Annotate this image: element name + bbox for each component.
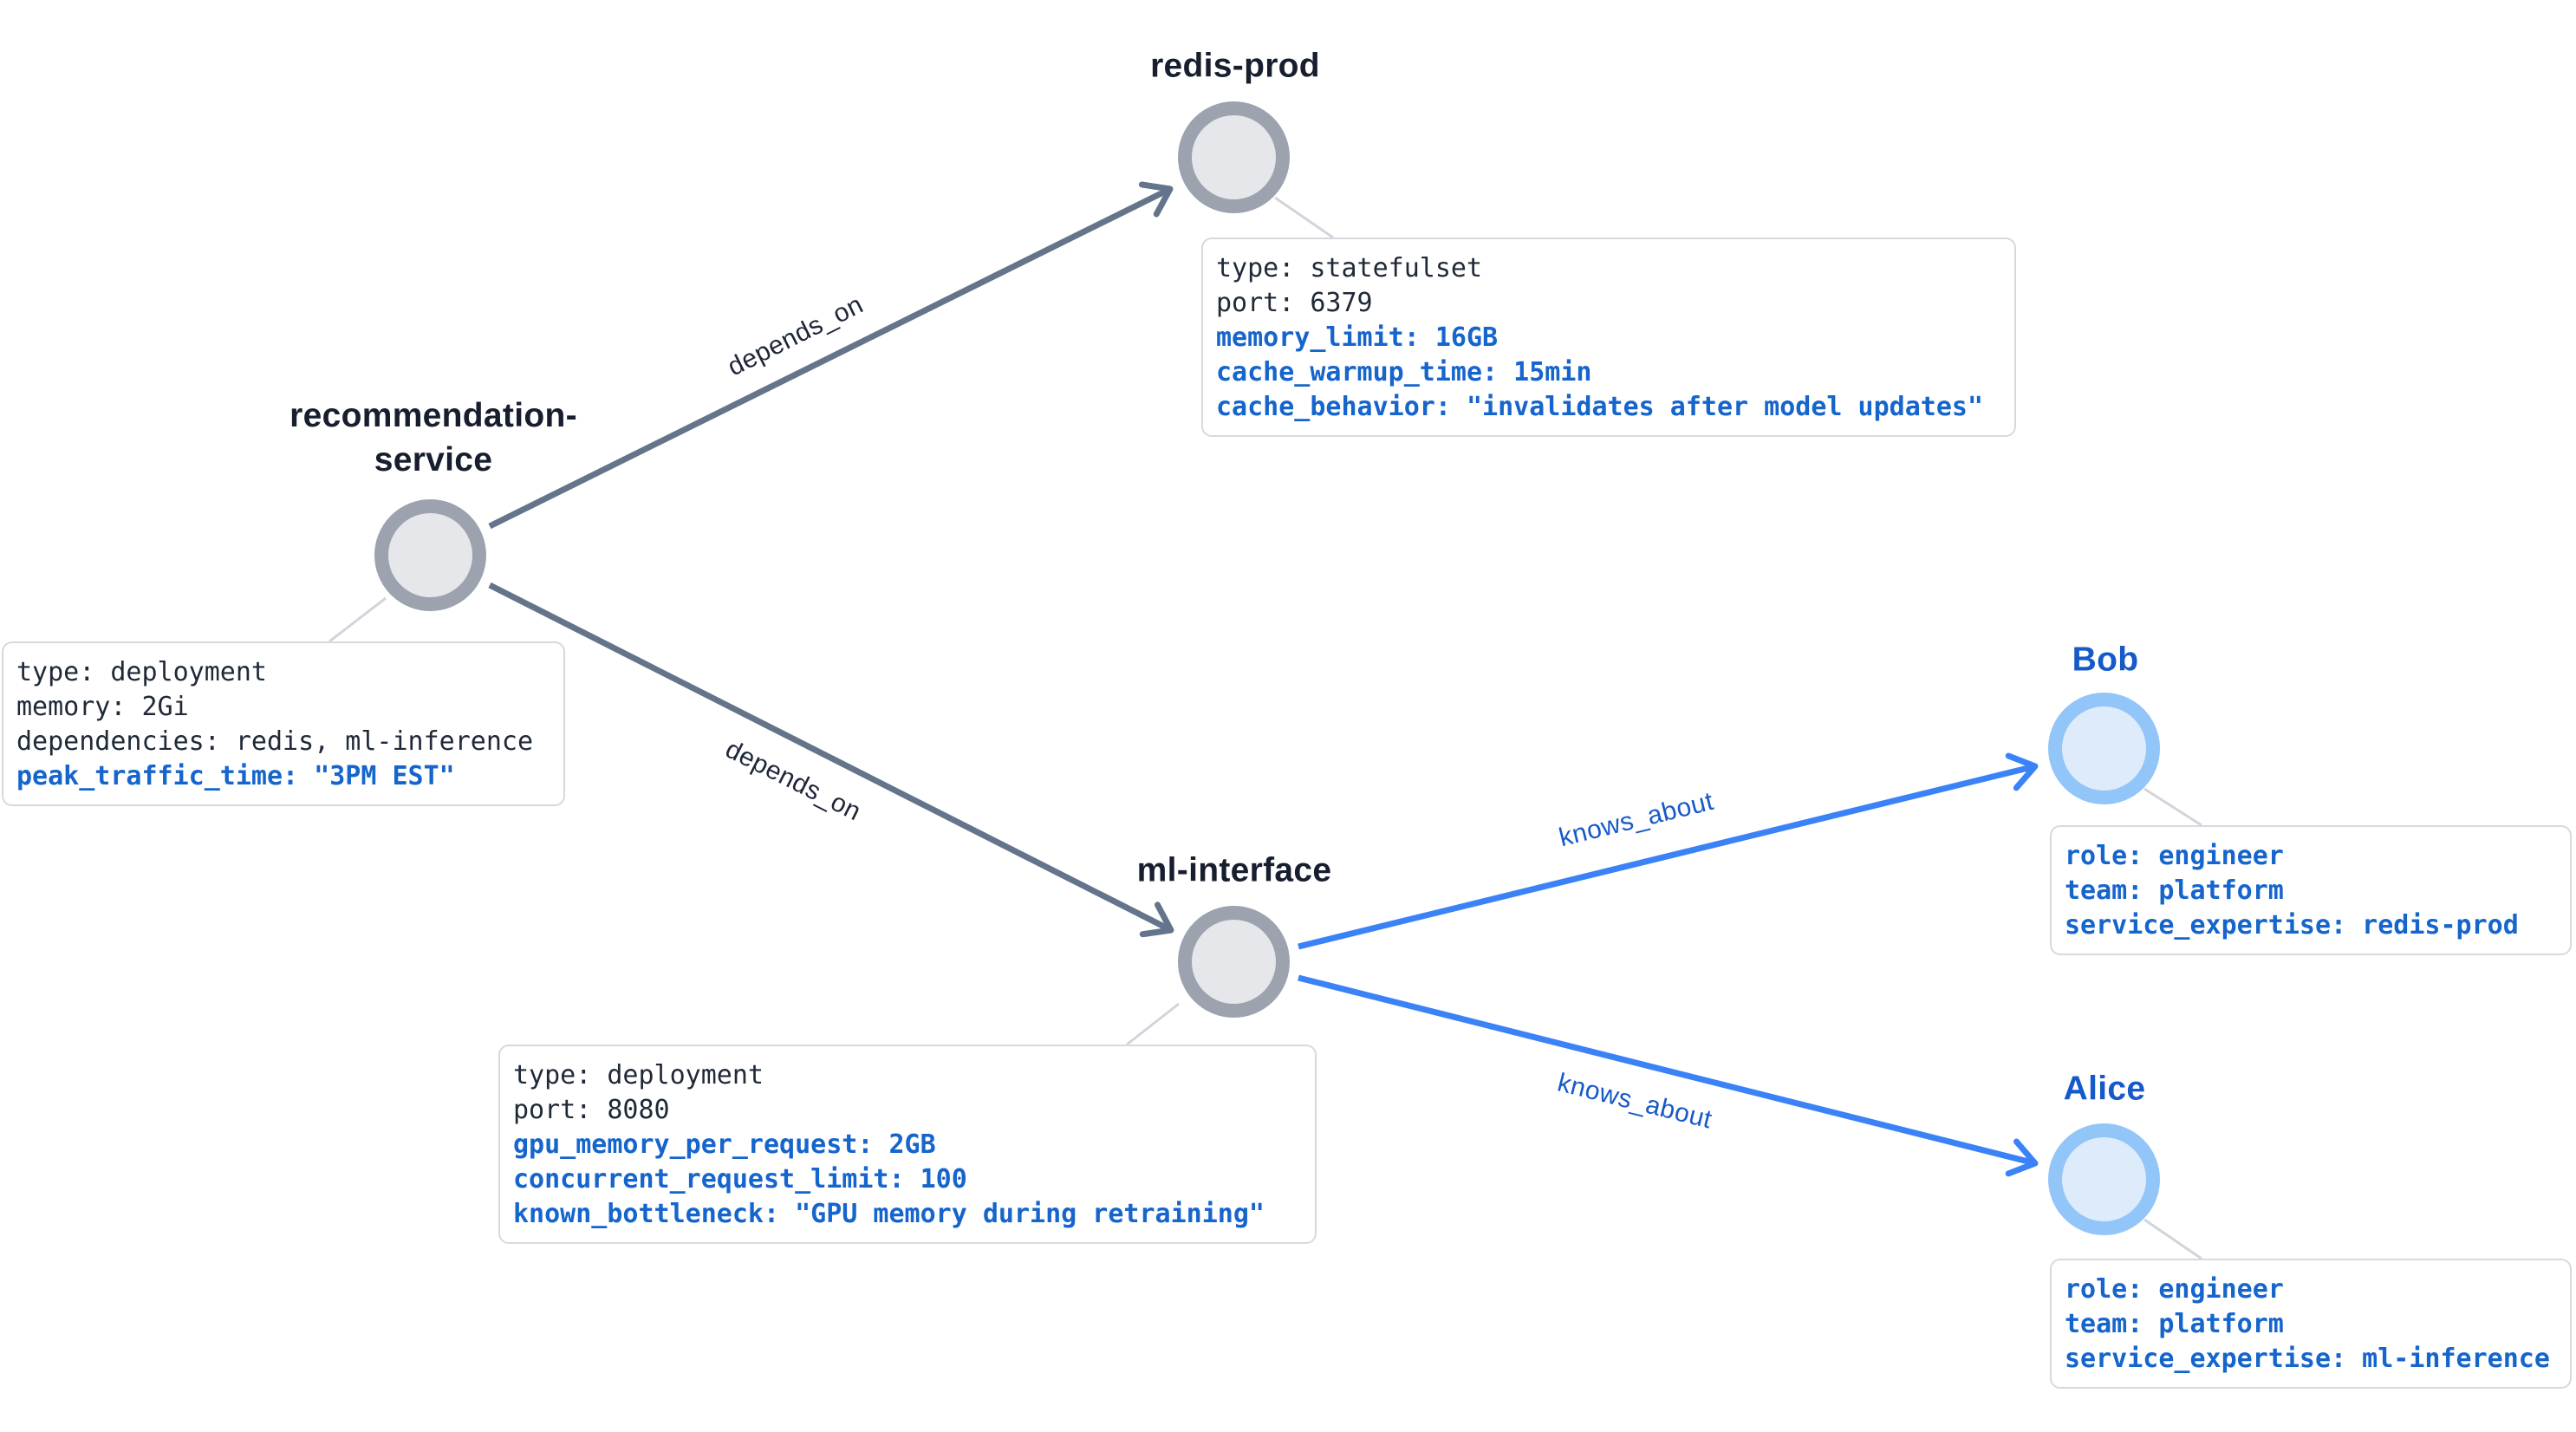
prop-line: memory: 2Gi — [16, 692, 189, 722]
edge-knows-about-ml-to-alice — [1298, 974, 2039, 1177]
node-title-bob: Bob — [2072, 641, 2139, 679]
node-recommendation-service[interactable] — [374, 499, 486, 611]
edge-knows-about-ml-to-bob — [1298, 752, 2039, 950]
infobox-redis-prod: type: statefulset port: 6379 memory_limi… — [1201, 238, 2016, 437]
prop-line-highlight: cache_warmup_time: 15min — [1216, 357, 1592, 387]
prop-line-highlight: team: platform — [2065, 1309, 2284, 1339]
edge-depends-on-rec-to-redis — [488, 181, 1174, 530]
node-title-recommendation-service: recommendation- service — [289, 394, 577, 482]
infobox-bob: role: engineer team: platform service_ex… — [2050, 825, 2572, 955]
prop-line-highlight: peak_traffic_time: "3PM EST" — [16, 761, 455, 791]
prop-line-highlight: team: platform — [2065, 875, 2284, 906]
node-redis-prod[interactable] — [1178, 101, 1290, 213]
prop-line: type: statefulset — [1216, 253, 1483, 283]
infobox-ml-interface: type: deployment port: 8080 gpu_memory_p… — [498, 1045, 1317, 1244]
prop-line-highlight: service_expertise: redis-prod — [2065, 910, 2519, 941]
node-title-ml-interface: ml-interface — [1136, 851, 1332, 889]
infobox-recommendation-service: type: deployment memory: 2Gi dependencie… — [2, 641, 565, 806]
prop-line: dependencies: redis, ml-inference — [16, 726, 534, 757]
node-title-alice: Alice — [2063, 1070, 2146, 1108]
prop-line-highlight: gpu_memory_per_request: 2GB — [513, 1129, 936, 1160]
infobox-connector-alice — [2143, 1218, 2202, 1260]
infobox-connector-redis-prod — [1274, 196, 1334, 239]
edge-depends-on-rec-to-ml — [488, 582, 1174, 938]
node-alice[interactable] — [2048, 1123, 2160, 1235]
title-line-2: service — [374, 441, 493, 478]
prop-line: type: deployment — [513, 1060, 764, 1090]
prop-line-highlight: service_expertise: ml-inference — [2065, 1344, 2550, 1374]
node-bob[interactable] — [2048, 693, 2160, 804]
prop-line: port: 8080 — [513, 1095, 670, 1125]
infobox-alice: role: engineer team: platform service_ex… — [2050, 1259, 2572, 1389]
prop-line-highlight: role: engineer — [2065, 1274, 2284, 1305]
node-ml-interface[interactable] — [1178, 906, 1290, 1018]
infobox-connector-recommendation-service — [329, 596, 387, 643]
prop-line-highlight: known_bottleneck: "GPU memory during ret… — [513, 1199, 1265, 1229]
prop-line-highlight: cache_behavior: "invalidates after model… — [1216, 392, 1984, 422]
infobox-connector-bob — [2143, 787, 2202, 827]
node-title-redis-prod: redis-prod — [1150, 47, 1320, 85]
prop-line: type: deployment — [16, 657, 267, 687]
infobox-connector-ml-interface — [1126, 1002, 1180, 1046]
prop-line-highlight: concurrent_request_limit: 100 — [513, 1164, 967, 1194]
prop-line: port: 6379 — [1216, 288, 1373, 318]
prop-line-highlight: memory_limit: 16GB — [1216, 322, 1499, 353]
prop-line-highlight: role: engineer — [2065, 841, 2284, 871]
title-line-1: recommendation- — [289, 397, 577, 434]
